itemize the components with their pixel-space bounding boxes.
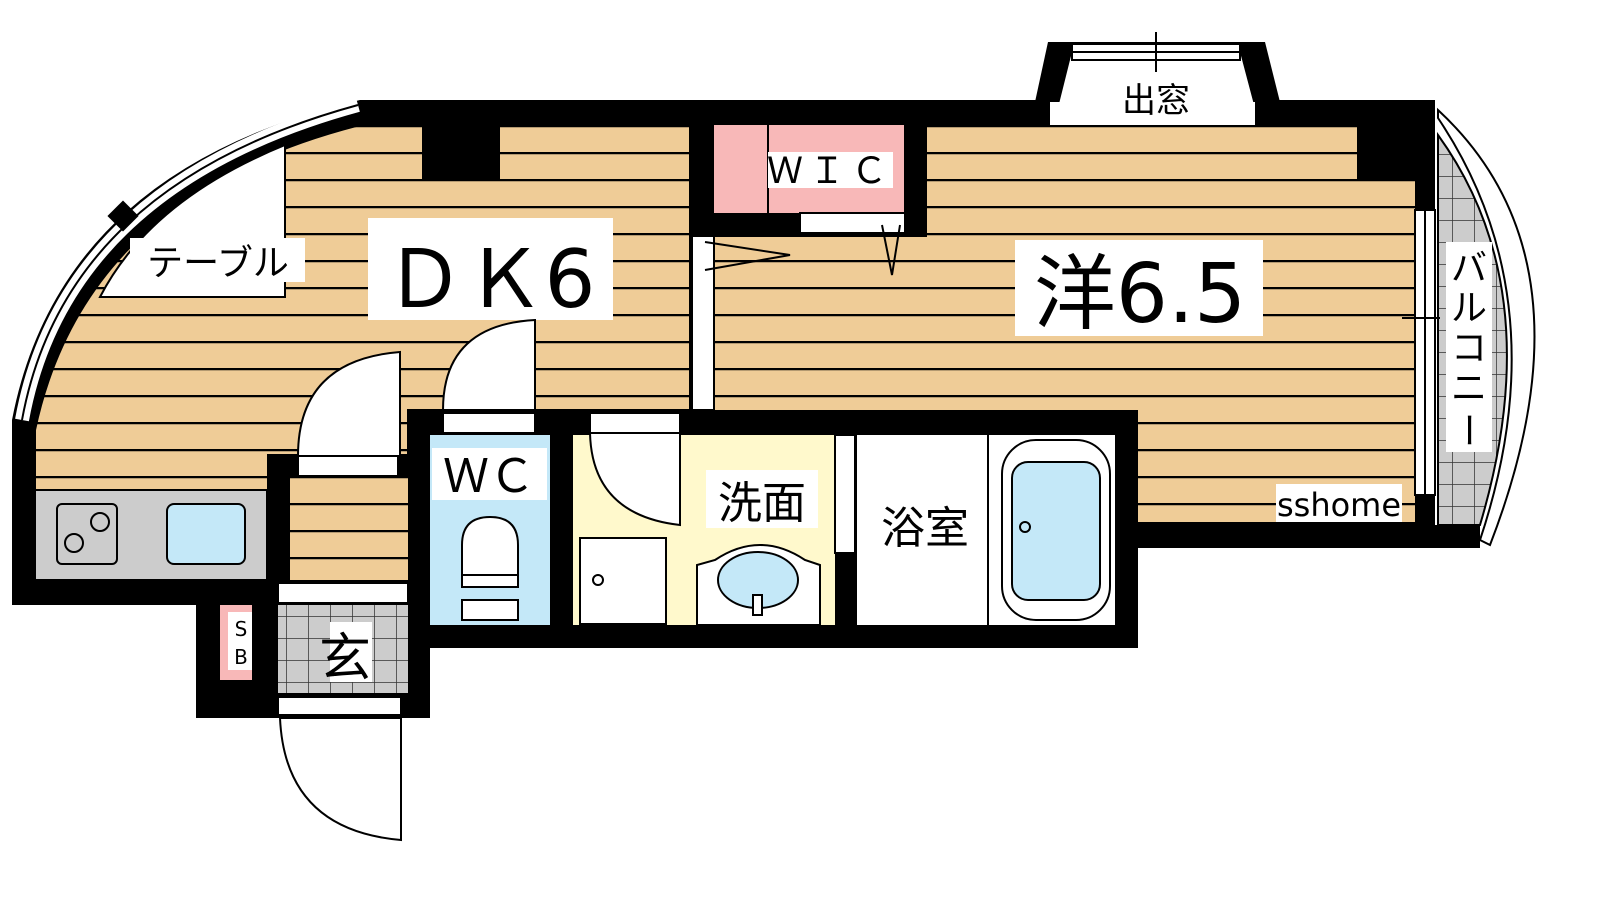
wic-label: ＷＩＣ [767, 151, 893, 192]
wc-door[interactable] [441, 318, 536, 411]
entrance-door[interactable] [278, 717, 402, 842]
wc-label: ＷＣ [443, 449, 535, 503]
door-swing[interactable] [296, 350, 401, 457]
table-label: テーブル [147, 243, 289, 284]
balcony-char: ニ [1451, 368, 1487, 409]
wash-basin-icon [696, 544, 821, 626]
washroom-door[interactable] [588, 432, 681, 527]
stove-icon [56, 503, 118, 565]
balcony-char: バ [1451, 248, 1487, 289]
pillar [422, 125, 500, 180]
washroom-label: 洗面 [718, 478, 806, 529]
hall-floor [290, 478, 408, 580]
sink-icon [166, 503, 246, 565]
shoebox-label-b: B [234, 645, 248, 669]
washing-machine-pan [579, 537, 667, 625]
wic-door[interactable] [799, 212, 906, 234]
toilet-icon [461, 515, 519, 621]
entrance-label: 玄 [319, 629, 371, 689]
bay-window: 出窓 [1035, 32, 1280, 121]
bathtub-icon [1001, 439, 1111, 621]
sliding-door[interactable] [691, 234, 715, 411]
bathroom-label: 浴室 [881, 503, 969, 554]
shoebox-label-s: S [235, 617, 248, 641]
balcony-label: バ ル コ ニ ー [1447, 248, 1488, 448]
western-room-label: 洋6.5 [1034, 247, 1246, 342]
dk-label: ＤＫ6 [385, 233, 596, 326]
kitchen-counter [34, 489, 268, 581]
balcony-char: ー [1447, 412, 1488, 448]
balcony-char: ル [1451, 288, 1487, 329]
watermark: sshome [1277, 486, 1401, 524]
bay-window-label: 出窓 [1122, 81, 1190, 121]
balcony-char: コ [1451, 328, 1487, 369]
